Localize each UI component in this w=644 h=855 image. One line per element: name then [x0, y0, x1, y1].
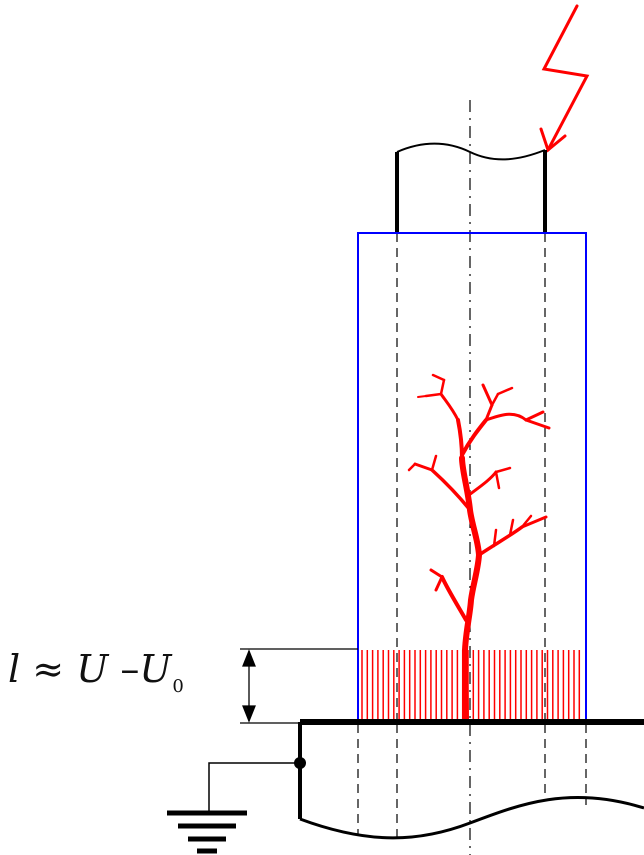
axis-lines: [357, 100, 587, 855]
formula-minus: –: [120, 647, 140, 691]
ground-symbol-icon: [167, 810, 247, 854]
lightning-bolt-icon: [539, 4, 590, 153]
length-formula: l ≈ U –U0: [8, 650, 184, 696]
lower-electrode: [298, 719, 644, 840]
formula-term: U: [139, 647, 172, 691]
formula-lhs: l: [8, 647, 21, 691]
formula-subscript: 0: [172, 676, 184, 697]
length-dimension: [240, 648, 358, 724]
upper-electrode: [395, 142, 547, 233]
streamer-zone: [361, 650, 581, 720]
formula-rhs: U: [76, 647, 109, 691]
ground-connection: [208, 757, 306, 813]
discharge-tree: [407, 373, 551, 723]
chamber-outline: [357, 232, 587, 721]
formula-approx: ≈: [32, 647, 65, 691]
connection-dot-icon: [294, 757, 306, 769]
